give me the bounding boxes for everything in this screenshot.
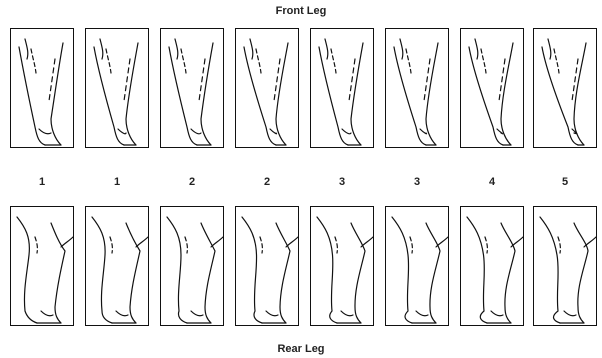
- front-leg-drawing: [236, 29, 300, 149]
- score-label: 2: [182, 176, 202, 188]
- rear-leg-drawing: [461, 207, 525, 327]
- front-leg-drawing: [386, 29, 450, 149]
- score-label: 3: [407, 176, 427, 188]
- rear-leg-panel: [85, 206, 149, 326]
- rear-leg-panel: [310, 206, 374, 326]
- score-label: 1: [32, 176, 52, 188]
- score-label: 4: [482, 176, 502, 188]
- rear-leg-drawing: [311, 207, 375, 327]
- rear-leg-panel: [533, 206, 597, 326]
- front-leg-drawing: [11, 29, 75, 149]
- front-leg-panel: [533, 28, 597, 148]
- front-leg-panel: [310, 28, 374, 148]
- front-leg-drawing: [311, 29, 375, 149]
- front-leg-panel: [235, 28, 299, 148]
- score-label: 2: [257, 176, 277, 188]
- score-label: 1: [107, 176, 127, 188]
- rear-leg-row: [0, 206, 602, 326]
- score-label: 3: [332, 176, 352, 188]
- front-leg-panel: [10, 28, 74, 148]
- front-leg-panel: [385, 28, 449, 148]
- rear-leg-panel: [235, 206, 299, 326]
- rear-leg-drawing: [386, 207, 450, 327]
- rear-leg-drawing: [86, 207, 150, 327]
- front-leg-panel: [160, 28, 224, 148]
- rear-leg-panel: [160, 206, 224, 326]
- rear-leg-title: Rear Leg: [0, 343, 602, 355]
- rear-leg-panel: [385, 206, 449, 326]
- rear-leg-drawing: [11, 207, 75, 327]
- rear-leg-panel: [460, 206, 524, 326]
- front-leg-panel: [85, 28, 149, 148]
- front-leg-drawing: [161, 29, 225, 149]
- front-leg-drawing: [86, 29, 150, 149]
- rear-leg-drawing: [534, 207, 598, 327]
- rear-leg-drawing: [236, 207, 300, 327]
- score-label: 5: [555, 176, 575, 188]
- front-leg-drawing: [461, 29, 525, 149]
- front-leg-panel: [460, 28, 524, 148]
- front-leg-title: Front Leg: [0, 5, 602, 17]
- front-leg-row: [0, 28, 602, 148]
- rear-leg-panel: [10, 206, 74, 326]
- front-leg-drawing: [534, 29, 598, 149]
- rear-leg-drawing: [161, 207, 225, 327]
